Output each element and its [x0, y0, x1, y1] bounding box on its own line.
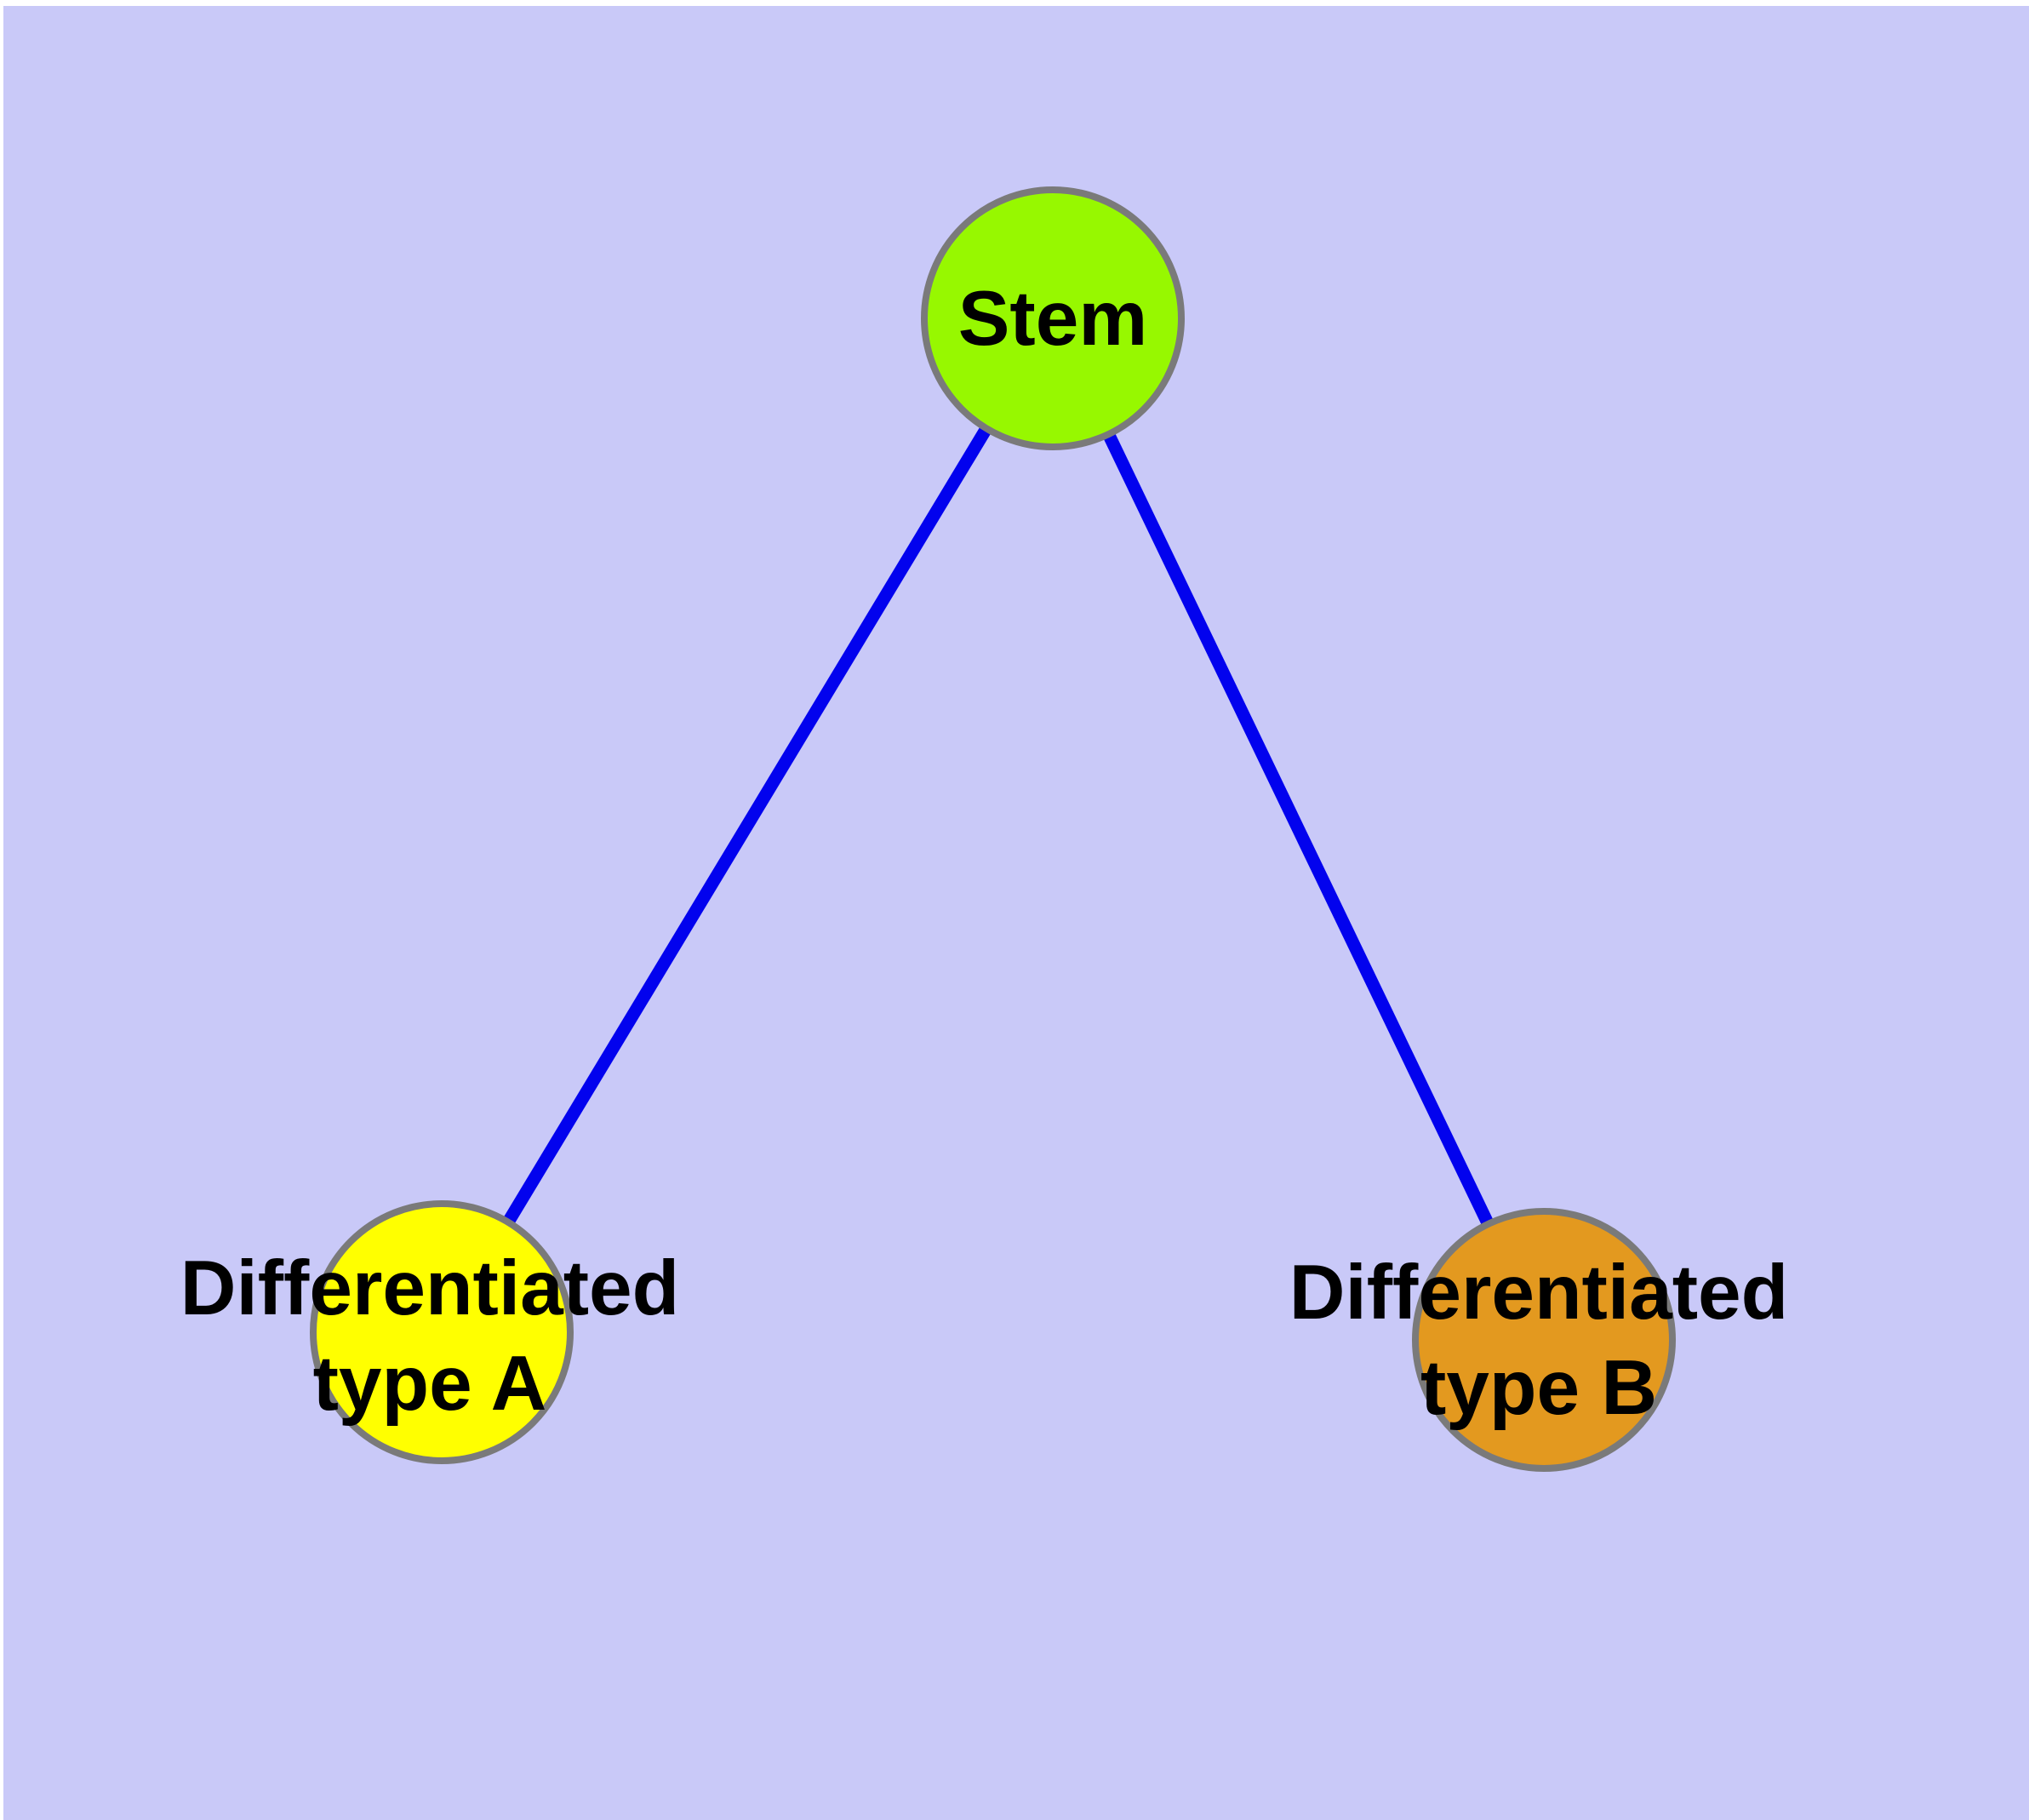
- node-label-type-a-line-1: Differentiated: [180, 1245, 680, 1331]
- node-label-differentiated-type-b: Differentiated type B: [1289, 1245, 1789, 1436]
- diagram-canvas: Stem Differentiated type A Differentiate…: [3, 6, 2029, 1820]
- node-label-type-a-line-2: type A: [312, 1341, 547, 1427]
- node-label-type-b-line-2: type B: [1420, 1345, 1658, 1431]
- node-label-differentiated-type-a: Differentiated type A: [180, 1241, 680, 1432]
- node-label-type-b-line-1: Differentiated: [1289, 1250, 1789, 1336]
- node-differentiated-type-b: [1412, 1208, 1676, 1472]
- edge-stem-to-type-a: [436, 315, 1059, 1336]
- edge-stem-to-type-b: [1047, 315, 1550, 1343]
- node-differentiated-type-a: [310, 1200, 574, 1464]
- node-stem: [921, 186, 1185, 450]
- node-label-stem: Stem: [958, 272, 1148, 367]
- cell-differentiation-graph: [3, 6, 2029, 1820]
- node-label-stem-line-1: Stem: [957, 276, 1148, 362]
